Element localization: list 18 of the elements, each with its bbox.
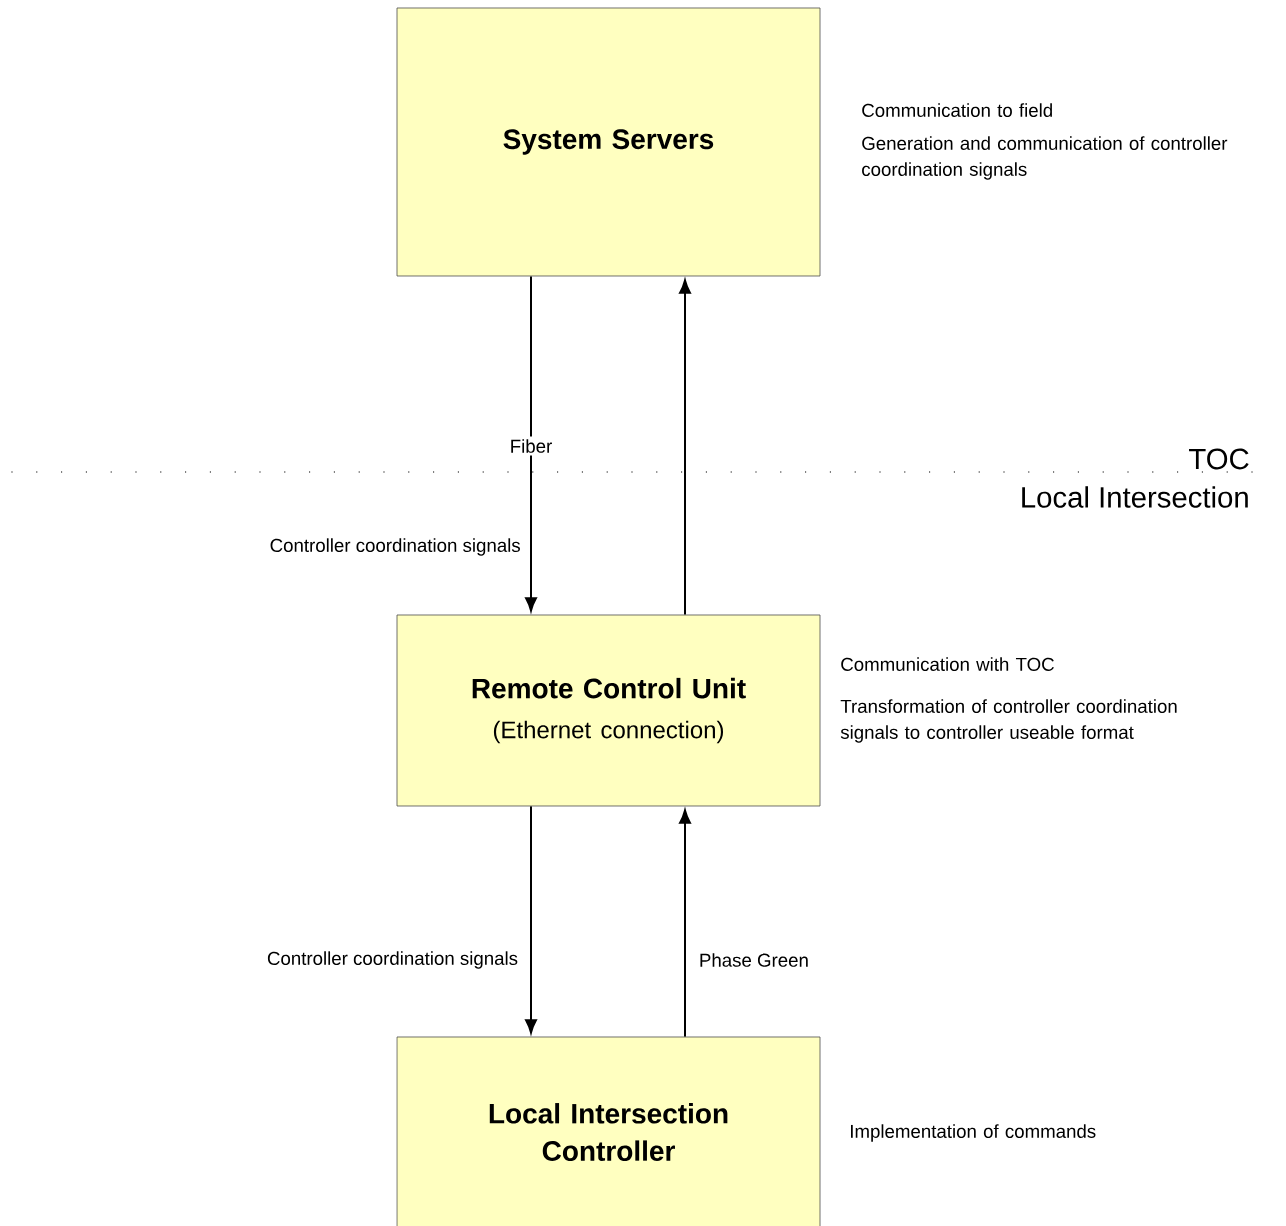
process-box: Local Intersection Controller: [396, 1036, 821, 1226]
zone-label: Local Intersection: [1022, 486, 1248, 508]
zone-label: TOC: [1189, 448, 1249, 470]
edge-label: Controller coordination signals: [267, 951, 518, 969]
arrow: [525, 805, 537, 1034]
annotation-text: Communication with TOC: [841, 657, 1054, 671]
annotation-text: Implementation of commands: [851, 1124, 1096, 1142]
arrow: [525, 275, 537, 612]
annotation-text: Generation and communication of controller coordination signals: [862, 136, 1228, 180]
process-box: System Servers: [396, 7, 821, 277]
annotation-text: Communication to field: [862, 103, 1052, 117]
arrow: [679, 279, 691, 616]
annotation-text: Transformation of controller coordination signals to controller useable format: [840, 699, 1177, 743]
arrow: [679, 809, 691, 1038]
signal-label: Controller coordination signals: [270, 538, 520, 556]
process-box: Remote Control Unit (Ethernet connection): [396, 614, 821, 807]
edge-label: Phase Green: [700, 953, 808, 967]
edge-label: Fiber: [507, 436, 555, 456]
